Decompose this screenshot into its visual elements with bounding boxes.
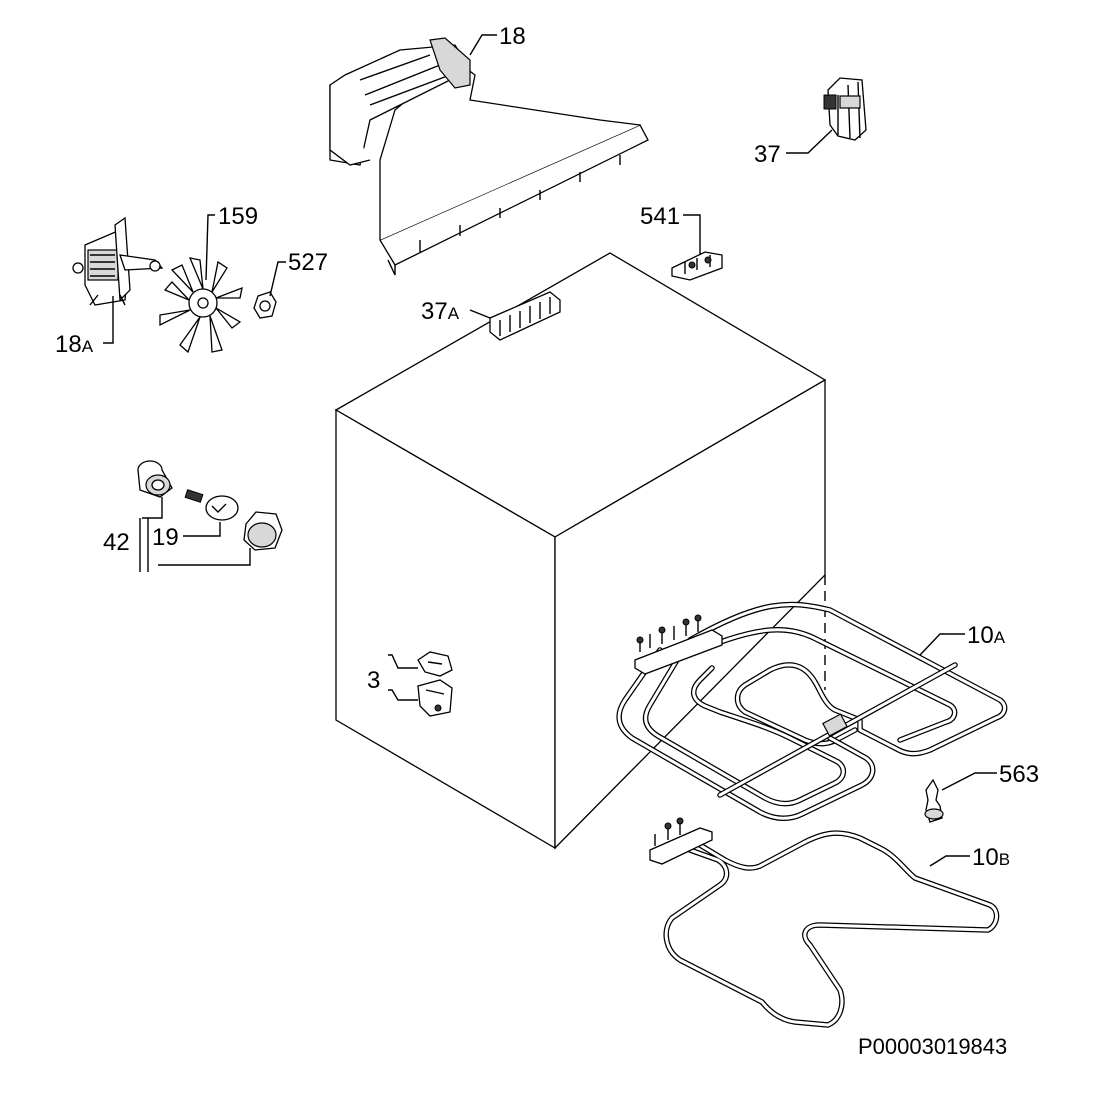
label-37a: 37A: [421, 298, 460, 325]
label-19: 19: [152, 524, 179, 551]
oven-cavity-box: [334, 252, 827, 850]
reference-code: P00003019843: [858, 1034, 1007, 1059]
label-10a: 10A: [967, 622, 1006, 649]
label-42: 42: [103, 529, 130, 556]
leader-lines: [103, 34, 997, 867]
label-527: 527: [288, 249, 328, 276]
part-labels: 18 37 159 527 541 37A 18A 42 19 3 10A 56…: [55, 23, 1039, 871]
label-3: 3: [367, 667, 380, 694]
fan-motor-part[interactable]: [72, 216, 164, 306]
lamp-bulb-part[interactable]: [184, 489, 239, 521]
lamp-glass-cover-part[interactable]: [243, 511, 283, 551]
fan-nut-part[interactable]: [253, 291, 277, 319]
temperature-sensor-part[interactable]: [924, 778, 944, 823]
terminal-block-part[interactable]: [489, 291, 561, 341]
fan-blade-part[interactable]: [159, 257, 243, 354]
label-563: 563: [999, 761, 1039, 788]
thermostat-clip-part[interactable]: [823, 77, 867, 141]
label-159: 159: [218, 203, 258, 230]
label-541: 541: [640, 203, 680, 230]
connector-541-part[interactable]: [671, 251, 723, 281]
label-37: 37: [754, 141, 781, 168]
fan-duct-part[interactable]: [329, 37, 649, 276]
lamp-holder-part[interactable]: [137, 460, 173, 498]
top-grill-element-part[interactable]: [616, 601, 1008, 821]
bottom-heating-element-part[interactable]: [649, 817, 1000, 1028]
label-18: 18: [499, 23, 526, 50]
door-catch-part[interactable]: [417, 651, 453, 717]
label-18a: 18A: [55, 331, 94, 358]
label-10b: 10B: [972, 844, 1010, 871]
